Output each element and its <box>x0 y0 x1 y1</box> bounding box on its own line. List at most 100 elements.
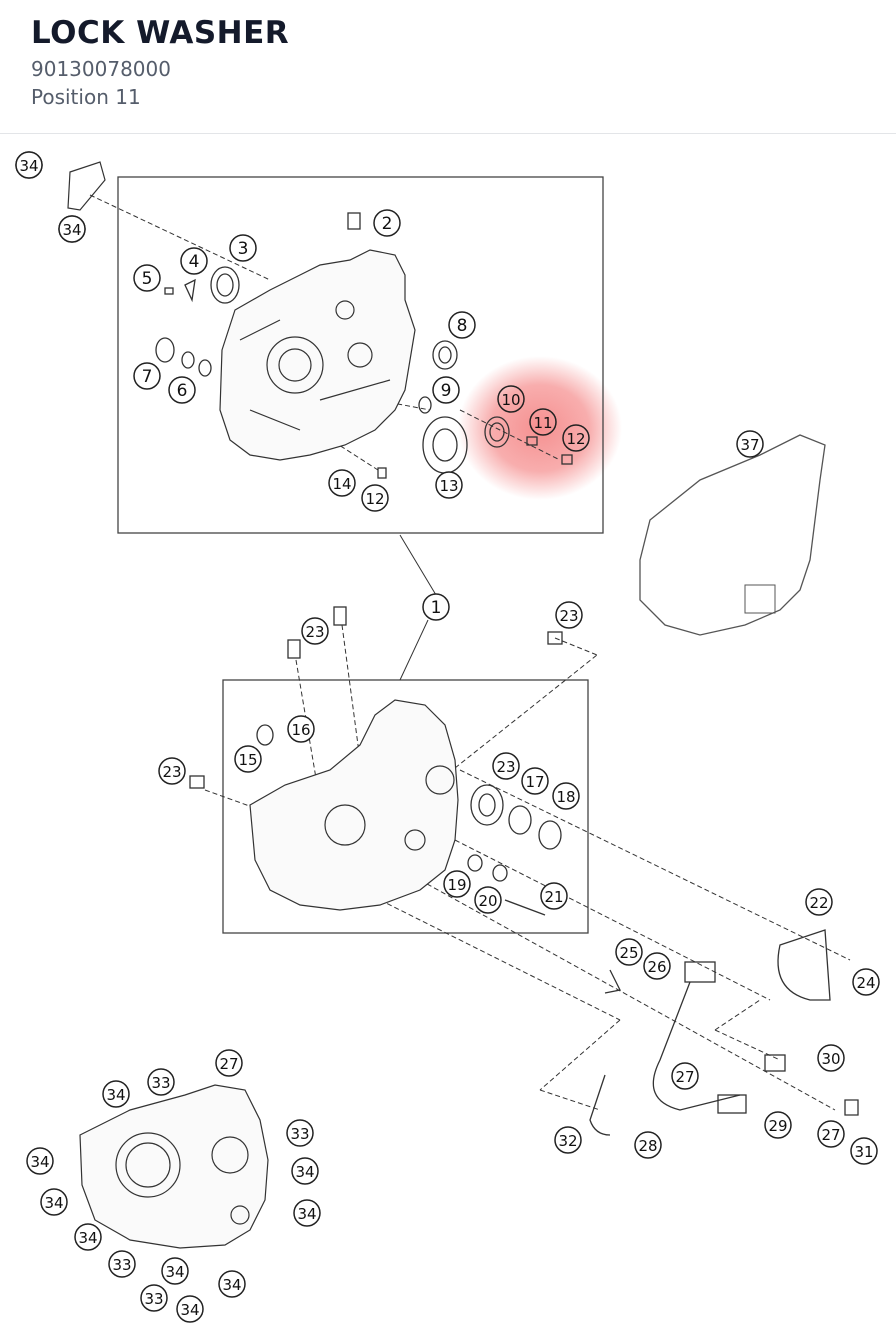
lower-small-parts <box>189 606 859 1136</box>
callout-8: 8 <box>448 311 476 339</box>
callout-34: 34 <box>218 1270 246 1298</box>
callout-label: 29 <box>768 1117 787 1135</box>
callout-7: 7 <box>133 362 161 390</box>
callout-label: 28 <box>638 1137 657 1155</box>
callout-23: 23 <box>301 617 329 645</box>
callout-label: 34 <box>180 1301 199 1319</box>
callout-label: 2 <box>382 214 393 234</box>
callout-label: 4 <box>189 252 200 272</box>
upper-detail-frame <box>117 176 604 534</box>
callout-label: 34 <box>62 221 81 239</box>
callout-18: 18 <box>552 782 580 810</box>
callout-label: 12 <box>566 430 585 448</box>
callout-17: 17 <box>521 767 549 795</box>
callout-label: 33 <box>112 1256 131 1274</box>
callouts: 3635234587691011121314123712323231615231… <box>15 151 880 1323</box>
callout-1: 1 <box>422 593 450 621</box>
callout-10: 10 <box>497 385 525 413</box>
callout-34: 34 <box>15 151 43 179</box>
crankcase-overview <box>79 1084 269 1249</box>
callout-label: 23 <box>162 763 181 781</box>
callout-33: 33 <box>140 1284 168 1312</box>
callout-34: 34 <box>293 1199 321 1227</box>
cover-35 <box>67 161 106 211</box>
callout-34: 34 <box>102 1080 130 1108</box>
callout-label: 34 <box>297 1205 316 1223</box>
callout-32: 32 <box>554 1126 582 1154</box>
callout-34: 34 <box>40 1188 68 1216</box>
callout-label: 7 <box>142 367 153 387</box>
part-header: LOCK WASHER 90130078000 Position 11 <box>0 0 896 134</box>
callout-34: 34 <box>58 215 86 243</box>
callout-label: 30 <box>821 1050 840 1068</box>
callout-label: 25 <box>619 944 638 962</box>
callout-34: 34 <box>176 1295 204 1323</box>
callout-label: 15 <box>238 751 257 769</box>
callout-16: 16 <box>287 715 315 743</box>
callout-label: 19 <box>447 876 466 894</box>
callout-12: 12 <box>562 424 590 452</box>
callout-33: 33 <box>108 1250 136 1278</box>
callout-label: 11 <box>533 414 552 432</box>
callout-27: 27 <box>817 1120 845 1148</box>
gasket-37-window <box>744 584 776 614</box>
exploded-parts-diagram: 3635234587691011121314123712323231615231… <box>0 135 896 1335</box>
callout-28: 28 <box>634 1131 662 1159</box>
callout-label: 32 <box>558 1132 577 1150</box>
callout-label: 34 <box>78 1229 97 1247</box>
callout-12: 12 <box>361 484 389 512</box>
callout-34: 34 <box>161 1257 189 1285</box>
callout-label: 34 <box>44 1194 63 1212</box>
callout-20: 20 <box>474 886 502 914</box>
callout-27: 27 <box>671 1062 699 1090</box>
callout-label: 23 <box>496 758 515 776</box>
callout-label: 18 <box>556 788 575 806</box>
callout-23: 23 <box>555 601 583 629</box>
callout-label: 12 <box>365 490 384 508</box>
callout-30: 30 <box>817 1044 845 1072</box>
callout-31: 31 <box>850 1137 878 1165</box>
callout-label: 16 <box>291 721 310 739</box>
callout-label: 3 <box>238 239 249 259</box>
part-number: 90130078000 <box>31 57 171 81</box>
crankcase-lower <box>249 699 459 911</box>
callout-label: 37 <box>740 436 759 454</box>
callout-22: 22 <box>805 888 833 916</box>
callout-label: 22 <box>809 894 828 912</box>
gasket-37 <box>639 434 826 636</box>
callout-4: 4 <box>180 247 208 275</box>
crankcase-upper <box>219 249 416 461</box>
callout-37: 37 <box>736 430 764 458</box>
callout-label: 23 <box>559 607 578 625</box>
callout-label: 27 <box>219 1055 238 1073</box>
callout-label: 34 <box>106 1086 125 1104</box>
callout-14: 14 <box>328 469 356 497</box>
callout-label: 9 <box>441 381 452 401</box>
callout-25: 25 <box>615 938 643 966</box>
callout-label: 33 <box>290 1125 309 1143</box>
callout-23: 23 <box>492 752 520 780</box>
callout-label: 24 <box>856 974 875 992</box>
callout-label: 23 <box>305 623 324 641</box>
part-position: Position 11 <box>31 85 141 109</box>
part-title: LOCK WASHER <box>31 15 290 51</box>
upper-small-parts <box>155 212 573 479</box>
callout-15: 15 <box>234 745 262 773</box>
callout-label: 6 <box>177 381 188 401</box>
callout-24: 24 <box>852 968 880 996</box>
callout-label: 26 <box>647 958 666 976</box>
callout-label: 34 <box>30 1153 49 1171</box>
callout-34: 34 <box>291 1157 319 1185</box>
callout-label: 33 <box>144 1290 163 1308</box>
callout-label: 5 <box>142 269 153 289</box>
callout-label: 1 <box>431 598 442 618</box>
highlight-area <box>458 356 622 500</box>
callout-6: 6 <box>168 376 196 404</box>
callout-label: 8 <box>457 316 468 336</box>
callout-21: 21 <box>540 882 568 910</box>
callout-label: 27 <box>821 1126 840 1144</box>
callout-11: 11 <box>529 408 557 436</box>
callout-3: 3 <box>229 234 257 262</box>
lower-detail-frame <box>222 679 589 934</box>
callout-26: 26 <box>643 952 671 980</box>
